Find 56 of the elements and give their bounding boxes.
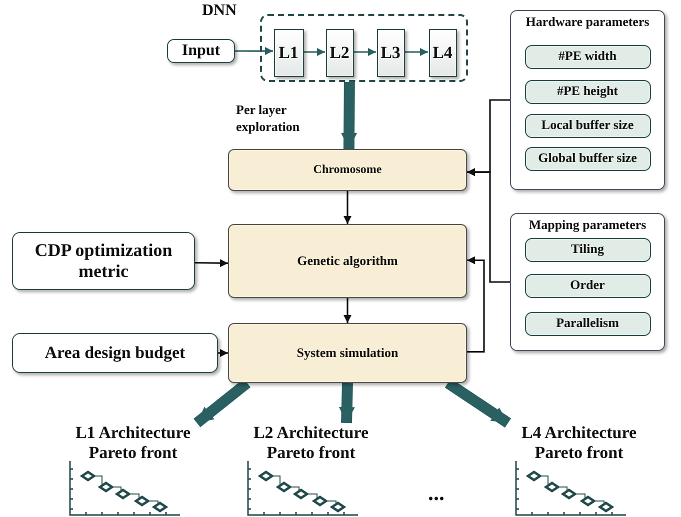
node-label: L2 bbox=[330, 42, 350, 62]
node-label: Local buffer size bbox=[541, 118, 634, 133]
input-box bbox=[167, 39, 235, 63]
node-label: L4 bbox=[432, 42, 452, 62]
node-label: Chromosome bbox=[313, 163, 382, 177]
layer-box bbox=[376, 28, 404, 76]
node-label: L4 Architecture Pareto front bbox=[520, 423, 638, 462]
parameter-panel bbox=[510, 10, 665, 190]
ellipsis-label: ... bbox=[428, 480, 444, 506]
group-heading: DNN bbox=[202, 2, 237, 20]
node-label: CDP optimization metric bbox=[34, 240, 174, 282]
arrow bbox=[467, 168, 510, 283]
arrow bbox=[344, 191, 352, 224]
arrow bbox=[404, 48, 428, 56]
parameter-box bbox=[524, 274, 650, 298]
arrow bbox=[303, 48, 325, 56]
process-box bbox=[228, 224, 467, 298]
parameter-box bbox=[524, 312, 650, 336]
block-arrow bbox=[341, 82, 358, 150]
node-label: Genetic algorithm bbox=[297, 254, 398, 268]
node-label: #PE width bbox=[558, 49, 617, 64]
node-label: Input bbox=[182, 42, 220, 60]
parameter-panel bbox=[510, 213, 665, 351]
node-label: L1 bbox=[278, 42, 298, 62]
parameter-box bbox=[524, 146, 650, 170]
arrow bbox=[235, 47, 273, 56]
node-label: L1 Architecture Pareto front bbox=[74, 423, 192, 462]
arrow bbox=[194, 259, 228, 268]
layer-box bbox=[326, 28, 354, 76]
node-label: #PE height bbox=[556, 84, 618, 99]
node-label: System simulation bbox=[296, 346, 398, 360]
parameter-box bbox=[524, 44, 650, 68]
node-label: L2 Architecture Pareto front bbox=[252, 423, 370, 462]
node-label: Global buffer size bbox=[538, 151, 637, 166]
group-heading: Hardware parameters bbox=[526, 15, 650, 30]
edge-label: Per layer exploration bbox=[236, 102, 301, 136]
node-label: Area design budget bbox=[44, 343, 186, 363]
parameter-box bbox=[524, 114, 650, 138]
process-box bbox=[228, 149, 467, 191]
layer-box bbox=[428, 28, 456, 76]
node-label: Parallelism bbox=[556, 316, 619, 331]
arrow bbox=[353, 48, 376, 56]
block-arrow bbox=[338, 382, 355, 424]
group-heading: Mapping parameters bbox=[528, 218, 646, 233]
arrow bbox=[344, 298, 352, 323]
node-label: Order bbox=[570, 278, 605, 293]
node-label: Tiling bbox=[570, 242, 604, 257]
parameter-box bbox=[524, 238, 650, 262]
layer-box bbox=[274, 28, 304, 76]
input-box bbox=[12, 232, 195, 290]
process-box bbox=[228, 323, 467, 383]
input-box bbox=[12, 333, 218, 373]
node-label: L3 bbox=[380, 42, 400, 62]
parameter-box bbox=[524, 80, 650, 104]
arrow bbox=[218, 349, 228, 357]
arrow bbox=[467, 256, 485, 353]
